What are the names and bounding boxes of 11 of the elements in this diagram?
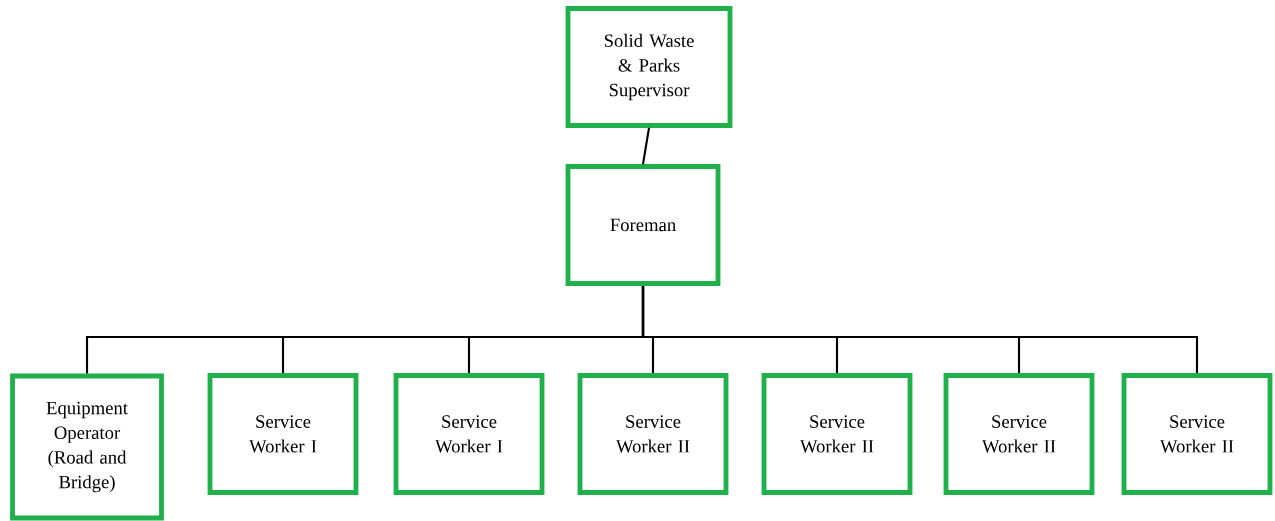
connector-line [641, 285, 1199, 374]
position-box: Service Worker II [761, 373, 913, 495]
connector-line [641, 127, 651, 165]
position-box: Service Worker I [393, 373, 545, 495]
position-box: Service Worker II [943, 373, 1095, 495]
position-box: Foreman [565, 164, 721, 286]
position-box: Solid Waste & Parks Supervisor [565, 6, 733, 128]
position-box: Service Worker II [577, 373, 729, 495]
position-box: Service Worker I [207, 373, 359, 495]
position-box: Service Worker II [1121, 373, 1273, 495]
position-box: Equipment Operator (Road and Bridge) [10, 373, 164, 521]
